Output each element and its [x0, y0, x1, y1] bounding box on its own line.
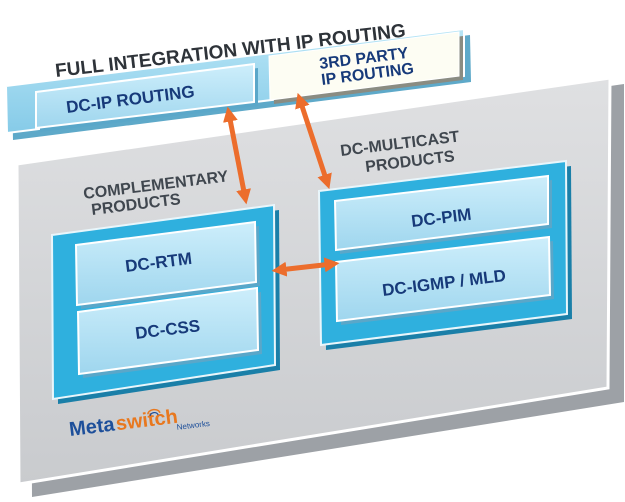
dc-igmp-mld-box: DC-IGMP / MLD — [334, 235, 554, 325]
dc-pim-box: DC-PIM — [333, 174, 552, 254]
logo-swirl-icon — [147, 408, 161, 417]
arrow-complementary-to-multicast — [271, 257, 340, 277]
multicast-panel: DC-PIM DC-IGMP / MLD — [317, 159, 572, 350]
connection-arrows — [223, 92, 340, 277]
arrow-third-party-to-multicast — [295, 92, 332, 190]
dc-ip-routing-box: DC-IP ROUTING — [35, 62, 258, 132]
dc-rtm-box: DC-RTM — [74, 220, 260, 309]
logo-networks-text: Networks — [176, 419, 210, 432]
arrow-ip-routing-to-complementary — [223, 106, 251, 205]
dc-css-box: DC-CSS — [76, 286, 262, 378]
third-party-ip-routing-box: 3RD PARTY IP ROUTING — [268, 31, 463, 104]
complementary-panel: DC-RTM DC-CSS — [50, 203, 280, 404]
